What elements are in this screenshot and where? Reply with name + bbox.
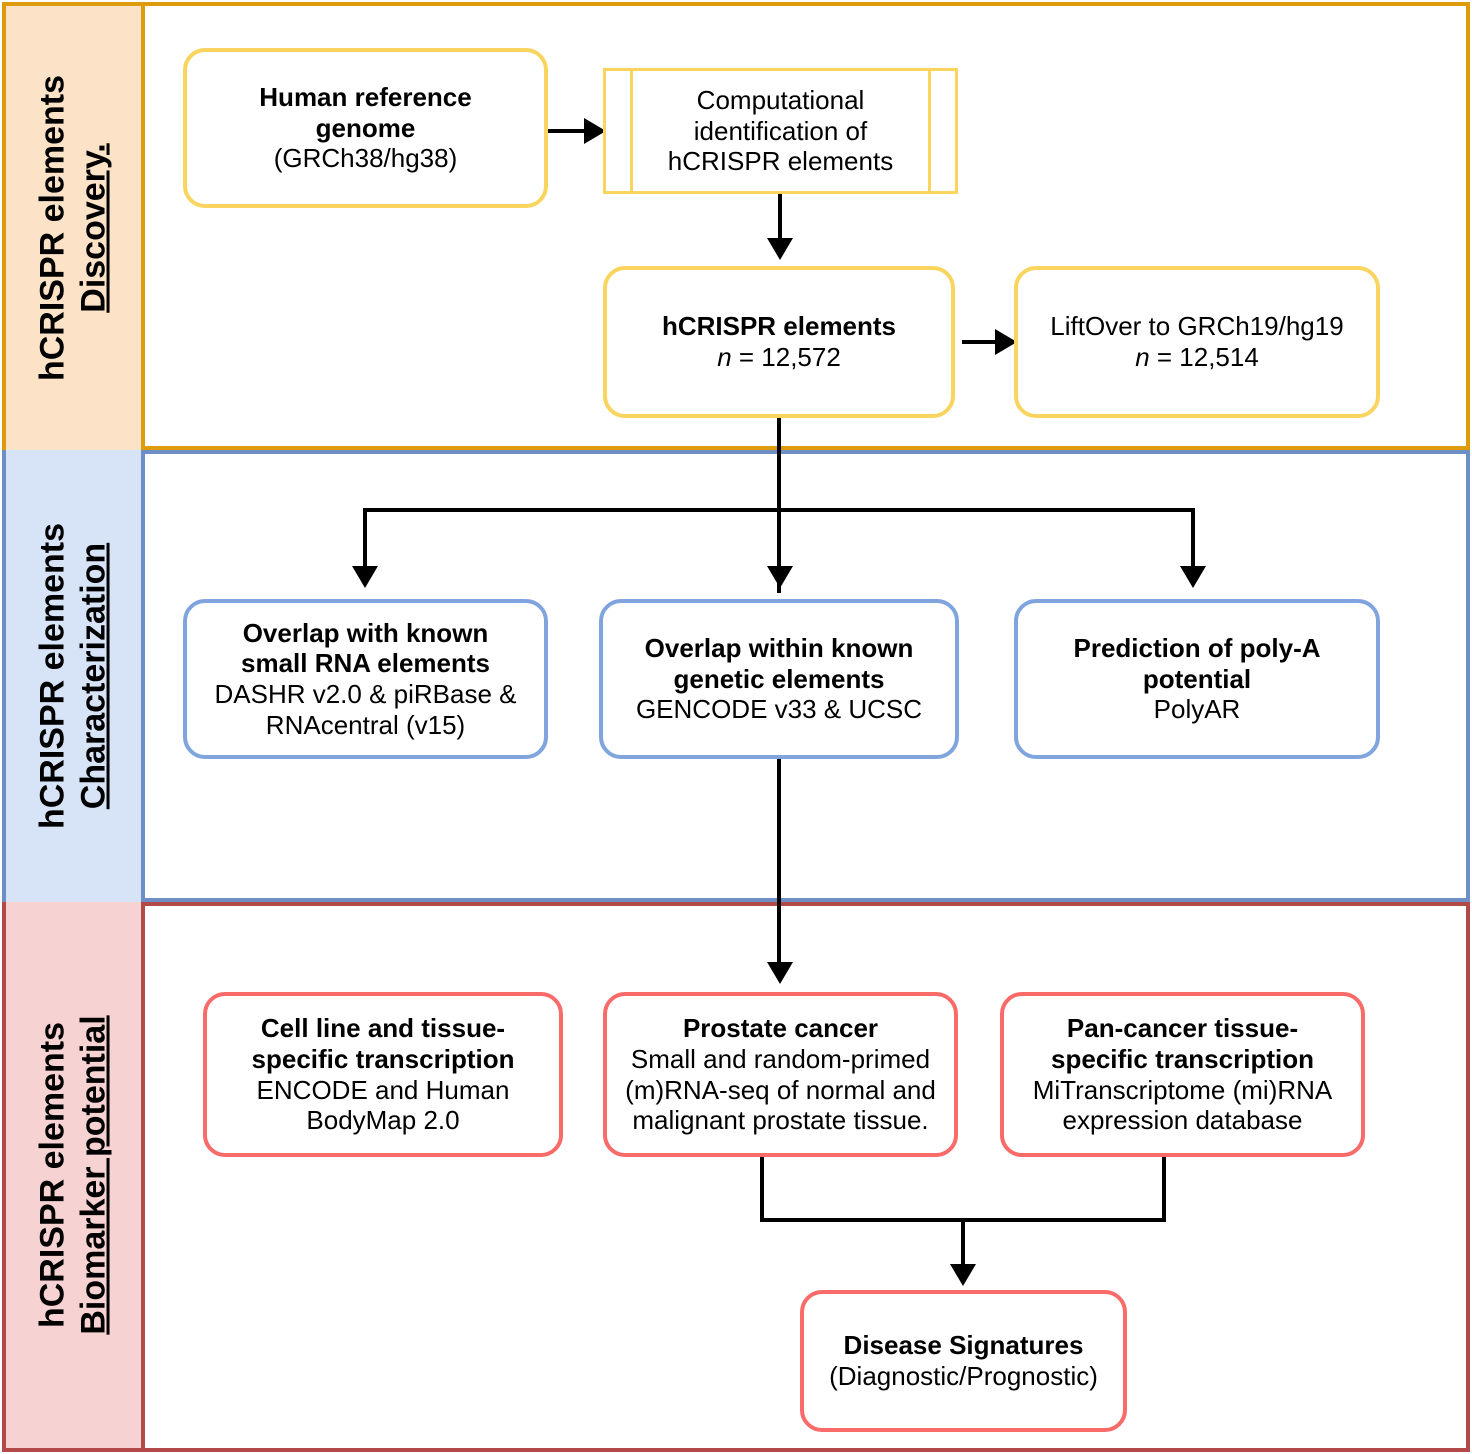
node-polya-prediction-line2: potential <box>1142 663 1252 694</box>
arrowhead-genetic-to-prostate <box>767 962 793 984</box>
node-polya-prediction[interactable]: Prediction of poly-A potential PolyAR <box>1014 599 1380 759</box>
sidebar-title-biomarker: hCRISPR elements <box>33 1021 72 1329</box>
node-cell-line-tissue[interactable]: Cell line and tissue- specific transcrip… <box>203 992 563 1157</box>
node-overlap-small-rna-line3: DASHR v2.0 & piRBase & <box>214 679 517 709</box>
node-pan-cancer-line3: MiTranscriptome (mi)RNA <box>1032 1074 1333 1105</box>
node-cell-line-tissue-line1: Cell line and tissue- <box>260 1013 506 1044</box>
node-hcrispr-elements-count: n = 12,572 <box>717 342 841 373</box>
node-pan-cancer-line2: specific transcription <box>1051 1043 1314 1074</box>
node-human-reference-genome-line2: genome <box>315 112 416 143</box>
sidebar-title-characterization: hCRISPR elements <box>33 522 72 830</box>
connector-genetic-to-prostate <box>777 759 781 967</box>
sidebar-stripe-characterization: hCRISPR elements Characterization <box>2 450 145 902</box>
arrowhead-merge-to-disease <box>950 1264 976 1286</box>
connector-prostate-drop <box>760 1157 764 1222</box>
node-liftover-n-symbol: n <box>1135 342 1150 372</box>
node-disease-signatures-line1: Disease Signatures <box>843 1330 1084 1361</box>
node-cell-line-tissue-line3: ENCODE and Human <box>256 1074 510 1105</box>
node-prostate-cancer-line4: malignant prostate tissue. <box>632 1105 929 1136</box>
node-hcrispr-elements[interactable]: hCRISPR elements n = 12,572 <box>603 266 955 418</box>
node-human-reference-genome[interactable]: Human reference genome (GRCh38/hg38) <box>183 48 548 208</box>
connector-identification-to-elements <box>778 194 782 244</box>
node-pan-cancer[interactable]: Pan-cancer tissue- specific transcriptio… <box>1000 992 1365 1157</box>
node-prostate-cancer-line3: (m)RNA-seq of normal and <box>625 1074 936 1105</box>
sidebar-title-discovery: hCRISPR elements <box>33 74 72 382</box>
node-liftover-count: n = 12,514 <box>1135 342 1259 373</box>
node-cell-line-tissue-line2: specific transcription <box>251 1043 515 1074</box>
arrowhead-branch-left <box>352 566 378 588</box>
sidebar-subtitle-biomarker: Biomarker potential <box>74 1015 113 1335</box>
arrowhead-identification-to-elements <box>767 238 793 260</box>
sidebar-label-biomarker: hCRISPR elements Biomarker potential <box>32 1015 115 1334</box>
node-prostate-cancer-line1: Prostate cancer <box>682 1013 879 1044</box>
connector-merge-to-disease <box>961 1218 965 1270</box>
node-disease-signatures-line2: (Diagnostic/Prognostic) <box>829 1361 1098 1391</box>
node-liftover[interactable]: LiftOver to GRCh19/hg19 n = 12,514 <box>1014 266 1380 418</box>
node-prostate-cancer[interactable]: Prostate cancer Small and random-primed … <box>603 992 958 1157</box>
node-overlap-genetic-elements-line3: GENCODE v33 & UCSC <box>635 694 923 725</box>
arrowhead-branch-right <box>1180 566 1206 588</box>
node-human-reference-genome-line1: Human reference <box>259 81 472 112</box>
sidebar-stripe-biomarker: hCRISPR elements Biomarker potential <box>2 902 145 1452</box>
node-hcrispr-elements-n-symbol: n <box>717 342 732 372</box>
node-human-reference-genome-line3: (GRCh38/hg38) <box>273 143 458 174</box>
section-band-biomarker <box>2 902 1470 1452</box>
node-pan-cancer-line4: expression database <box>1062 1105 1303 1136</box>
arrowhead-elements-to-liftover <box>995 329 1017 355</box>
node-overlap-small-rna-line4: RNAcentral (v15) <box>265 709 466 740</box>
connector-pancancer-drop <box>1162 1157 1166 1222</box>
arrowhead-genome-to-identification <box>584 118 606 144</box>
node-overlap-genetic-elements-line1: Overlap within known <box>644 632 914 663</box>
node-overlap-small-rna-line1: Overlap with known <box>242 617 489 648</box>
node-computational-identification-line3: hCRISPR elements <box>667 146 894 177</box>
arrowhead-branch-center <box>767 566 793 588</box>
node-computational-identification-line1: Computational <box>696 84 865 115</box>
node-overlap-small-rna-line2: small RNA elements <box>240 648 491 679</box>
sidebar-label-discovery: hCRISPR elements Discovery. <box>32 75 115 381</box>
node-disease-signatures[interactable]: Disease Signatures (Diagnostic/Prognosti… <box>800 1290 1127 1432</box>
node-overlap-genetic-elements-line2: genetic elements <box>673 663 885 694</box>
connector-elements-trunk <box>777 418 781 593</box>
connector-branch-right <box>1191 508 1195 570</box>
sidebar-subtitle-discovery: Discovery. <box>74 143 113 313</box>
sidebar-stripe-discovery: hCRISPR elements Discovery. <box>2 2 145 450</box>
connector-genome-to-identification <box>548 129 586 133</box>
node-prostate-cancer-line2: Small and random-primed <box>630 1043 931 1074</box>
connector-branch-bar <box>363 508 1195 512</box>
node-hcrispr-elements-n-value: = 12,572 <box>731 342 841 372</box>
node-overlap-genetic-elements[interactable]: Overlap within known genetic elements GE… <box>599 599 959 759</box>
sidebar-subtitle-characterization: Characterization <box>74 542 113 810</box>
node-hcrispr-elements-line1: hCRISPR elements <box>661 311 897 342</box>
node-liftover-n-value: = 12,514 <box>1149 342 1259 372</box>
node-liftover-line1: LiftOver to GRCh19/hg19 <box>1050 311 1344 342</box>
sidebar-label-characterization: hCRISPR elements Characterization <box>32 523 115 829</box>
node-overlap-small-rna[interactable]: Overlap with known small RNA elements DA… <box>183 599 548 759</box>
node-computational-identification-line2: identification of <box>693 115 868 146</box>
node-pan-cancer-line1: Pan-cancer tissue- <box>1066 1013 1299 1044</box>
connector-elements-to-liftover <box>962 340 997 344</box>
connector-branch-left <box>363 508 367 570</box>
node-cell-line-tissue-line4: BodyMap 2.0 <box>306 1105 460 1136</box>
node-computational-identification[interactable]: Computational identification of hCRISPR … <box>603 68 958 194</box>
node-polya-prediction-line1: Prediction of poly-A <box>1073 632 1321 663</box>
node-polya-prediction-line3: PolyAR <box>1153 694 1241 725</box>
